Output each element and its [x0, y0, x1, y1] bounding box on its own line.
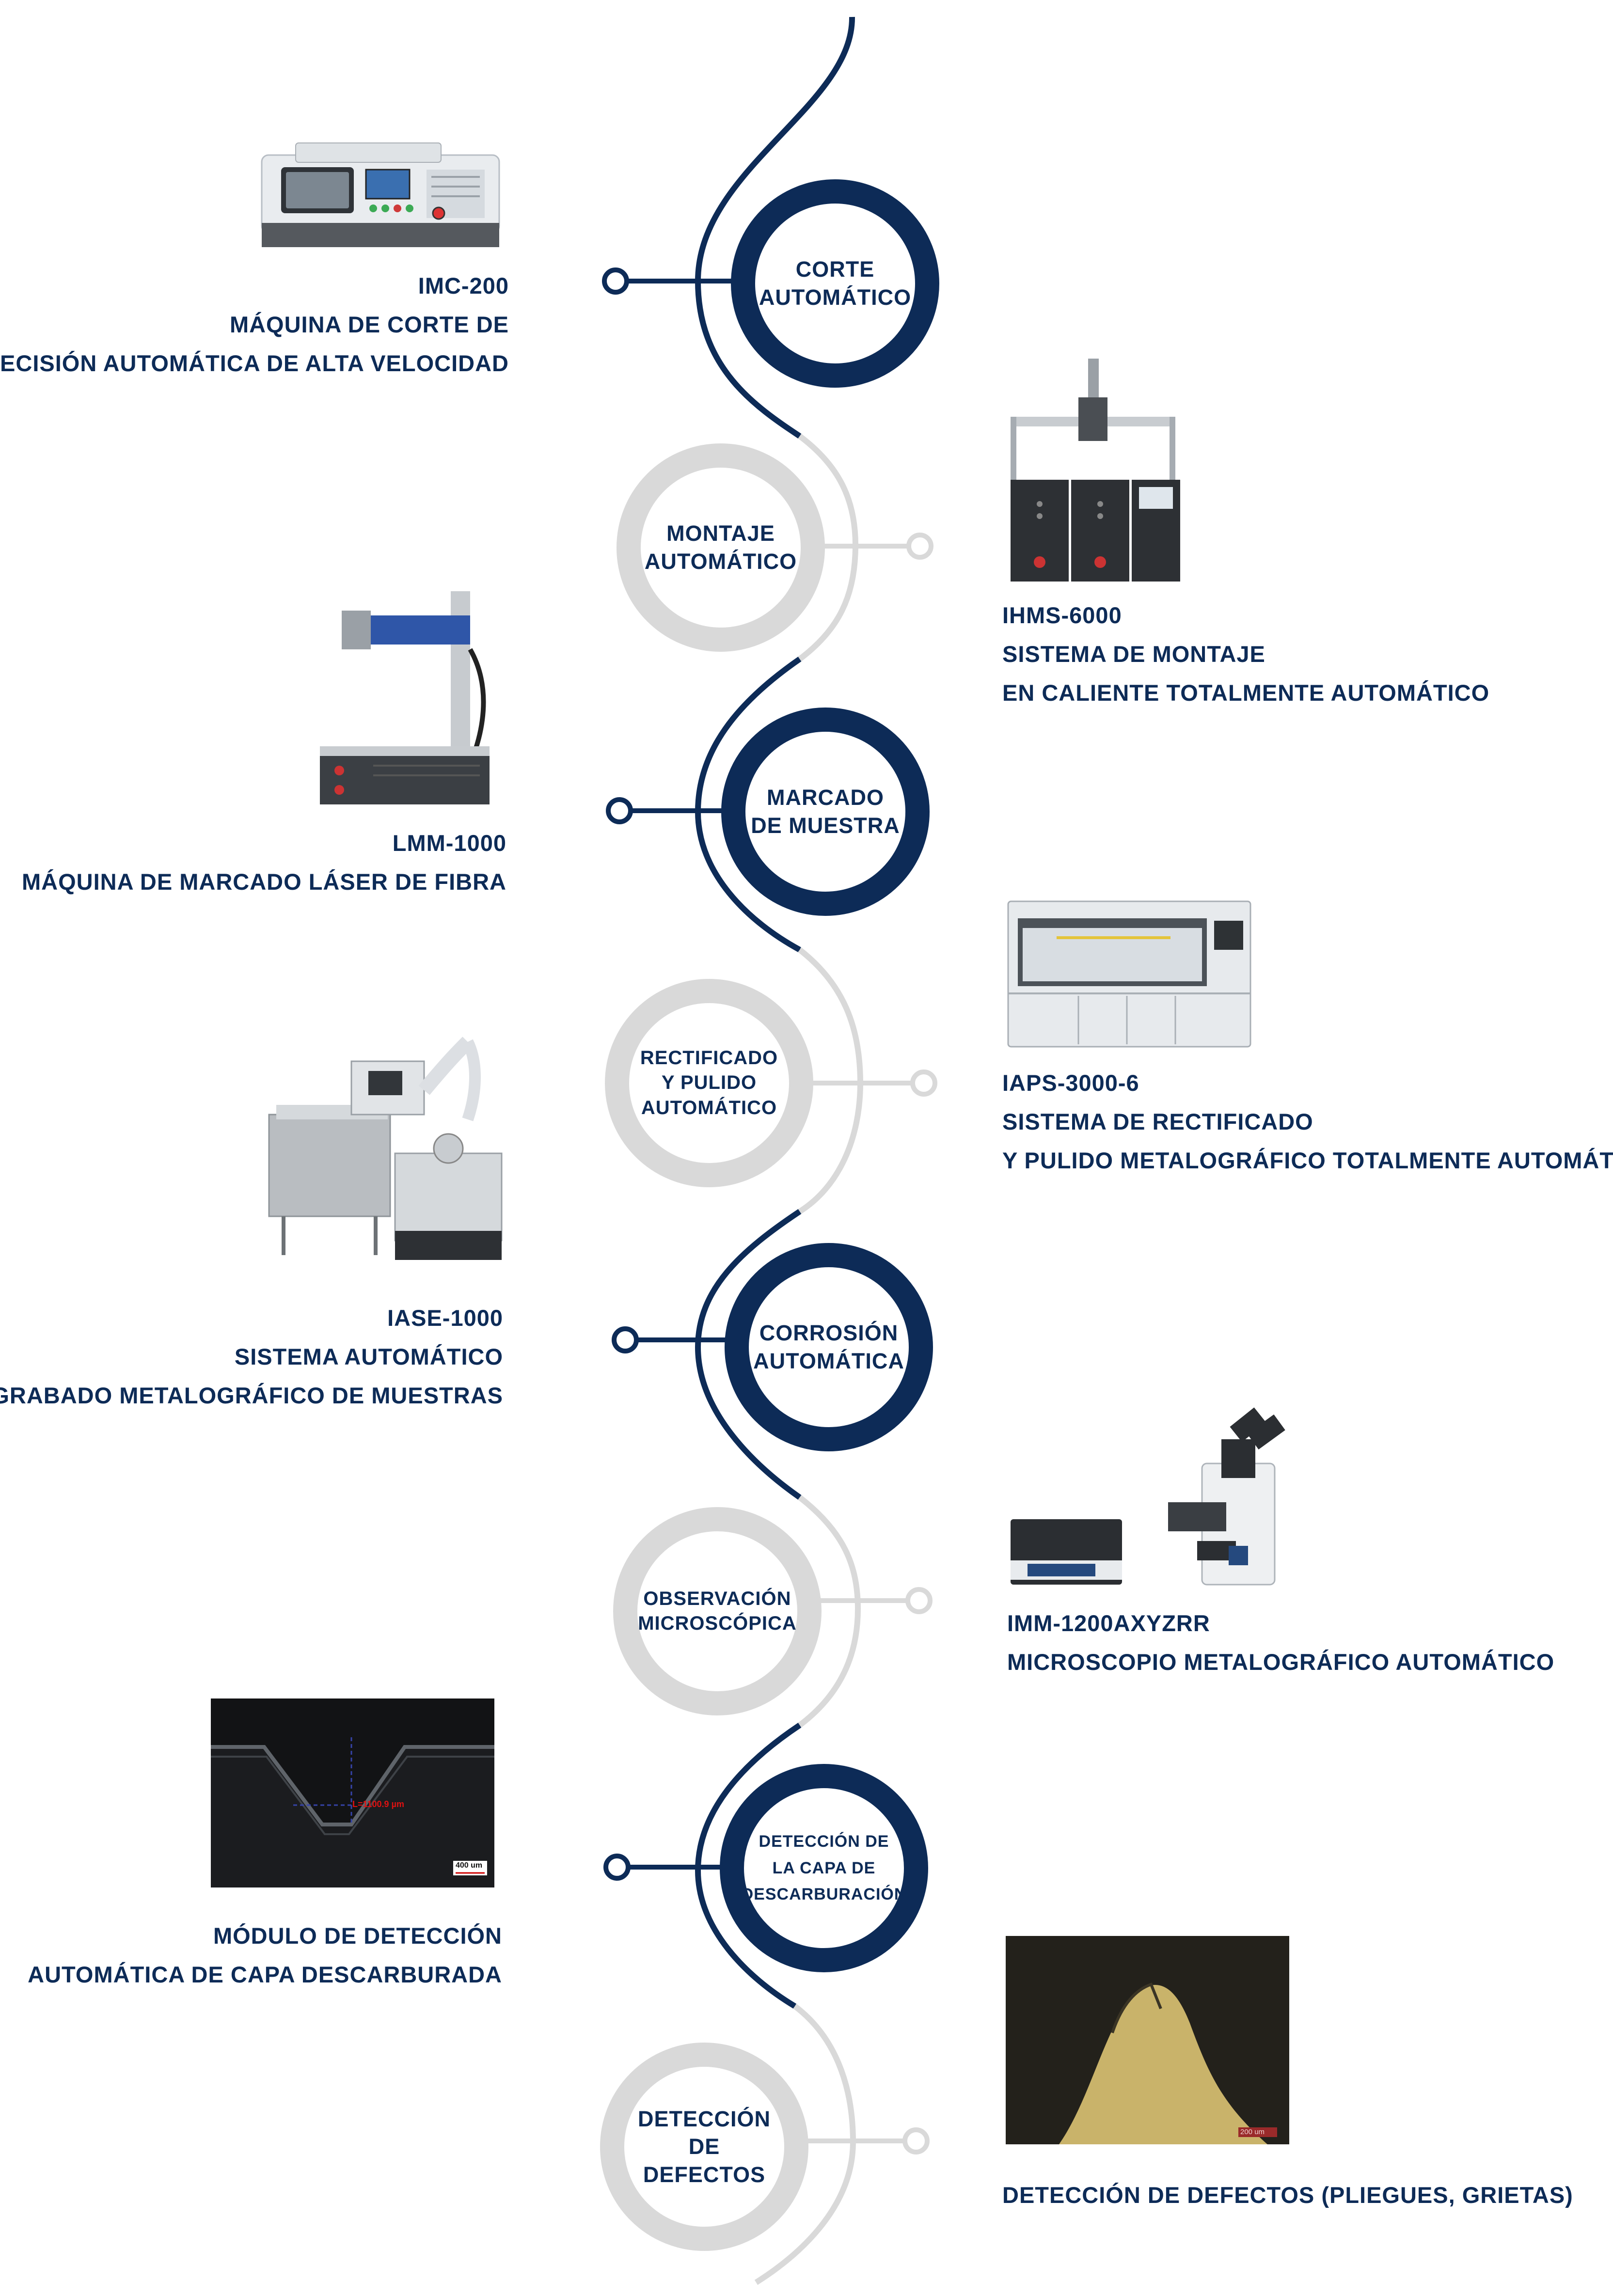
product-iaps-3000-6: IAPS-3000-6 SISTEMA DE RECTIFICADO Y PUL… — [1002, 1064, 1613, 1180]
product-iase-1000-line3: DE GRABADO METALOGRÁFICO DE MUESTRAS — [0, 1383, 503, 1408]
product-imc-200: IMC-200 MÁQUINA DE CORTE DE PRECISIÓN AU… — [0, 267, 509, 383]
defect-scale-label: 200 um — [1240, 2128, 1265, 2136]
connector-defectos — [806, 2139, 912, 2143]
stage-ring-defectos: DETECCIÓN DE DEFECTOS — [600, 2043, 808, 2251]
stage-ring-montaje: MONTAJE AUTOMÁTICO — [617, 443, 825, 652]
product-decarb-module: MÓDULO DE DETECCIÓN AUTOMÁTICA DE CAPA D… — [28, 1917, 502, 1994]
connector-corte — [623, 279, 734, 283]
stage-label-corte: CORTE AUTOMÁTICO — [759, 257, 912, 310]
connector-montaje — [822, 544, 918, 549]
connector-observacion — [819, 1598, 916, 1603]
product-iaps-3000-6-line3: Y PULIDO METALOGRÁFICO TOTALMENTE AUTOMÁ… — [1002, 1148, 1613, 1173]
product-imc-200-line3: PRECISIÓN AUTOMÁTICA DE ALTA VELOCIDAD — [0, 350, 509, 376]
decarb-measure-label: L=1100.9 µm — [352, 1799, 404, 1809]
stage-ring-descarburacion: DETECCIÓN DE LA CAPA DE DESCARBURACIÓN — [720, 1764, 928, 1972]
stage-label-defectos: DETECCIÓN DE DEFECTOS — [637, 2106, 771, 2187]
product-imm-1200axyzrr: IMM-1200AXYZRR MICROSCOPIO METALOGRÁFICO… — [1007, 1604, 1554, 1682]
product-ihms-6000-line3: EN CALIENTE TOTALMENTE AUTOMÁTICO — [1002, 680, 1490, 706]
product-imm-1200axyzrr-line2: MICROSCOPIO METALOGRÁFICO AUTOMÁTICO — [1007, 1649, 1555, 1675]
stage-label-marcado: MARCADO DE MUESTRA — [751, 785, 900, 838]
stage-ring-marcado: MARCADO DE MUESTRA — [721, 708, 930, 916]
curve-segment-observacion — [798, 1495, 861, 1728]
curve-segment-corte — [695, 16, 855, 439]
lmm-1000-machine-image — [320, 591, 490, 804]
connector-dot-rectificado — [910, 1069, 937, 1097]
connector-dot-descarburacion — [603, 1854, 631, 1881]
decarb-micrograph-image: L=1100.9 µm 400 um — [211, 1698, 494, 1887]
imc-200-machine-image — [261, 142, 500, 247]
product-iase-1000: IASE-1000 SISTEMA AUTOMÁTICO DE GRABADO … — [0, 1299, 503, 1415]
product-decarb-module-line1: MÓDULO DE DETECCIÓN — [213, 1923, 502, 1949]
connector-dot-observacion — [905, 1587, 933, 1614]
stage-label-observacion: OBSERVACIÓN MICROSCÓPICA — [638, 1588, 797, 1634]
imm-1200axyzrr-microscope-image — [1011, 1407, 1285, 1586]
product-iase-1000-line2: SISTEMA AUTOMÁTICO — [234, 1344, 503, 1369]
product-imm-1200axyzrr-model: IMM-1200AXYZRR — [1007, 1610, 1210, 1636]
product-lmm-1000: LMM-1000 MÁQUINA DE MARCADO LÁSER DE FIB… — [22, 824, 506, 901]
curve-segment-descarburacion — [695, 1723, 802, 2009]
product-lmm-1000-line2: MÁQUINA DE MARCADO LÁSER DE FIBRA — [22, 869, 506, 895]
product-ihms-6000-line2: SISTEMA DE MONTAJE — [1002, 641, 1265, 667]
stage-ring-observacion: OBSERVACIÓN MICROSCÓPICA — [613, 1507, 822, 1715]
stage-label-montaje: MONTAJE AUTOMÁTICO — [644, 521, 797, 574]
product-decarb-module-line2: AUTOMÁTICA DE CAPA DESCARBURADA — [28, 1962, 502, 1987]
connector-dot-corrosion — [612, 1326, 639, 1353]
ihms-6000-machine-image — [1011, 359, 1180, 582]
product-imc-200-line2: MÁQUINA DE CORTE DE — [229, 312, 509, 337]
iase-1000-machine-image — [268, 1037, 503, 1260]
stage-ring-corrosion: CORROSIÓN AUTOMÁTICA — [725, 1243, 933, 1451]
product-iaps-3000-6-model: IAPS-3000-6 — [1002, 1070, 1139, 1096]
iaps-3000-6-machine-image — [1007, 900, 1251, 1048]
curve-segment-corrosion — [695, 1209, 802, 1500]
connector-dot-montaje — [906, 533, 933, 560]
product-iaps-3000-6-line2: SISTEMA DE RECTIFICADO — [1002, 1109, 1313, 1134]
connector-rectificado — [810, 1081, 922, 1085]
connector-descarburacion — [623, 1865, 722, 1870]
connector-marcado — [625, 808, 725, 813]
connector-dot-marcado — [606, 797, 633, 824]
product-imc-200-model: IMC-200 — [418, 273, 509, 299]
product-ihms-6000: IHMS-6000 SISTEMA DE MONTAJE EN CALIENTE… — [1002, 596, 1489, 712]
product-lmm-1000-model: LMM-1000 — [392, 830, 506, 856]
stage-label-descarburacion: DETECCIÓN DE LA CAPA DE DESCARBURACIÓN — [741, 1832, 907, 1904]
product-defect-detection: DETECCIÓN DE DEFECTOS (PLIEGUES, GRIETAS… — [1002, 2176, 1573, 2215]
stage-ring-rectificado: RECTIFICADO Y PULIDO AUTOMÁTICO — [605, 979, 813, 1187]
decarb-scale-label: 400 um — [456, 1861, 483, 1870]
product-ihms-6000-model: IHMS-6000 — [1002, 602, 1122, 628]
product-defect-detection-line1: DETECCIÓN DE DEFECTOS (PLIEGUES, GRIETAS… — [1002, 2182, 1573, 2208]
stage-label-rectificado: RECTIFICADO Y PULIDO AUTOMÁTICO — [640, 1047, 778, 1118]
defect-micrograph-image: 200 um — [1006, 1936, 1289, 2144]
connector-dot-corte — [602, 267, 629, 295]
connector-corrosion — [630, 1337, 727, 1342]
stage-ring-corte: CORTE AUTOMÁTICO — [731, 179, 939, 388]
connector-dot-defectos — [902, 2127, 930, 2154]
stage-label-corrosion: CORROSIÓN AUTOMÁTICA — [753, 1321, 904, 1373]
product-iase-1000-model: IASE-1000 — [387, 1305, 503, 1331]
